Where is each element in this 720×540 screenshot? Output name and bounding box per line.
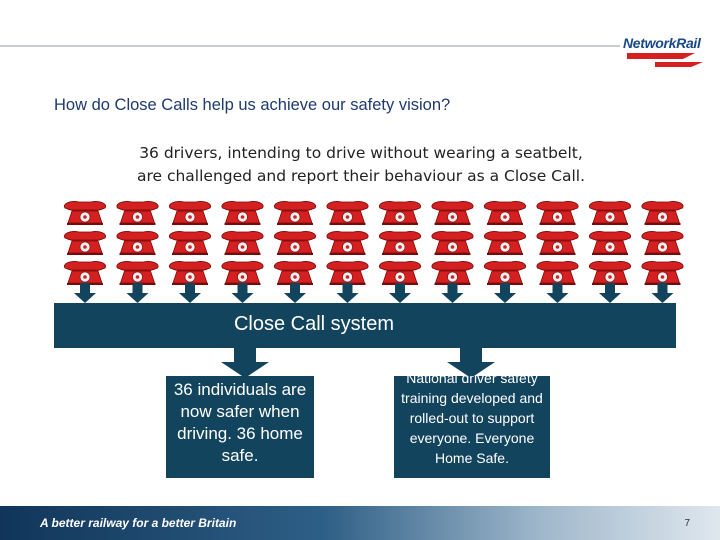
close-call-system-bar: Close Call system (54, 303, 676, 348)
outcome-individuals: 36 individuals are now safer when drivin… (166, 376, 314, 478)
outcome-training: National driver safety training develope… (394, 376, 550, 478)
arrow-to-right-outcome (447, 348, 495, 378)
intro-text: 36 drivers, intending to drive without w… (96, 142, 626, 188)
header-rule (0, 45, 620, 47)
footer-bar: A better railway for a better Britain 7 (0, 506, 720, 540)
arrow-to-left-outcome (221, 348, 269, 378)
network-rail-logo: NetworkRail (615, 33, 715, 73)
system-label: Close Call system (233, 313, 395, 335)
outcome-training-text: National driver safety training develope… (401, 376, 543, 466)
logo-text: NetworkRail (623, 35, 701, 51)
page-number: 7 (684, 518, 690, 529)
logo-swoosh-icon (627, 53, 703, 67)
intro-line-2: are challenged and report their behaviou… (136, 167, 586, 185)
intro-line-1: 36 drivers, intending to drive without w… (139, 144, 583, 162)
footer-tagline: A better railway for a better Britain (40, 516, 237, 530)
outcome-arrows (221, 348, 495, 378)
page-title: How do Close Calls help us achieve our s… (54, 96, 451, 114)
